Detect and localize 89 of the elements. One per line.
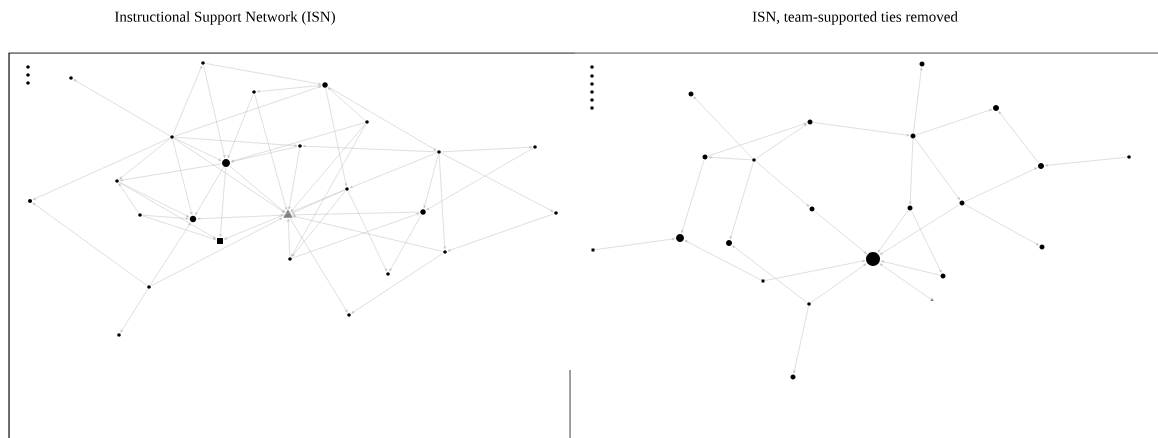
arrow	[351, 253, 444, 314]
arrow	[440, 152, 554, 212]
arrow	[349, 152, 437, 189]
arrow	[911, 210, 942, 273]
arrow	[142, 215, 216, 240]
arrow	[327, 86, 437, 151]
panel-title: Instructional Support Network (ISN)	[114, 11, 335, 25]
arrow	[256, 85, 322, 93]
arrow	[292, 211, 420, 216]
arrow	[292, 213, 420, 259]
arrow	[224, 189, 345, 240]
arrow	[173, 137, 222, 161]
arrow	[325, 88, 347, 187]
arrow	[684, 240, 762, 281]
arrow	[172, 65, 203, 135]
square-node	[591, 248, 595, 252]
arrow	[964, 167, 1038, 202]
arrow	[764, 259, 865, 281]
arrow	[681, 159, 705, 234]
arrow	[707, 122, 807, 157]
arrow	[793, 306, 809, 374]
arrow	[441, 146, 533, 153]
arrow	[447, 213, 554, 252]
arrow	[732, 245, 808, 303]
arrow	[174, 86, 322, 137]
arrow	[227, 94, 254, 159]
arrow	[693, 96, 753, 159]
arrow	[810, 263, 867, 303]
arrow	[118, 182, 216, 239]
arrow	[438, 154, 446, 250]
arrow	[195, 166, 224, 216]
panel-title: ISN, team-supported ties removed	[752, 11, 958, 25]
arrow	[205, 63, 322, 85]
arrow	[73, 79, 171, 136]
arrow	[289, 218, 348, 313]
arrow	[812, 122, 910, 137]
arrow	[347, 190, 387, 272]
arrow	[231, 146, 298, 163]
arrow	[998, 111, 1039, 164]
arrow	[755, 123, 807, 159]
arrow	[879, 204, 960, 255]
arrow	[914, 138, 960, 201]
arrow	[708, 156, 752, 161]
square-node	[761, 279, 765, 283]
arrow	[291, 190, 346, 257]
triangle-node	[283, 209, 293, 218]
arrow	[203, 65, 226, 158]
arrow	[389, 214, 422, 272]
arrow	[915, 109, 993, 136]
arrow	[909, 138, 914, 205]
arrow	[814, 210, 867, 254]
arrow	[32, 137, 171, 200]
arrow	[120, 288, 148, 333]
arrow	[755, 161, 810, 207]
arrow	[302, 145, 437, 153]
arrow	[142, 214, 189, 220]
arrow	[426, 147, 534, 211]
arrow	[423, 154, 439, 209]
arrow	[254, 94, 288, 211]
arrow	[150, 222, 191, 286]
arrow	[118, 183, 139, 214]
arrow	[880, 260, 941, 276]
arrow	[594, 237, 675, 250]
dot-node	[866, 252, 880, 266]
arrow	[230, 122, 365, 162]
arrow	[1045, 157, 1127, 167]
arrow	[173, 138, 285, 213]
arrow	[174, 136, 298, 147]
arrow	[290, 123, 366, 212]
arrow	[197, 214, 284, 220]
arrow	[877, 210, 909, 253]
arrow	[119, 163, 222, 182]
arrow	[964, 204, 1039, 246]
arrow	[288, 148, 300, 210]
arrow	[32, 202, 148, 286]
triangle-node	[930, 298, 934, 301]
arrow	[729, 162, 754, 239]
arrow	[287, 218, 291, 257]
arrow	[913, 67, 923, 134]
arrow	[327, 87, 366, 121]
arrow	[172, 139, 193, 215]
arrow	[879, 263, 931, 300]
arrow	[219, 167, 226, 237]
arrow	[150, 217, 283, 287]
arrow	[292, 215, 443, 252]
arrow	[229, 165, 286, 213]
arrow	[291, 123, 367, 257]
square-node	[217, 238, 223, 244]
arrow	[119, 138, 171, 180]
